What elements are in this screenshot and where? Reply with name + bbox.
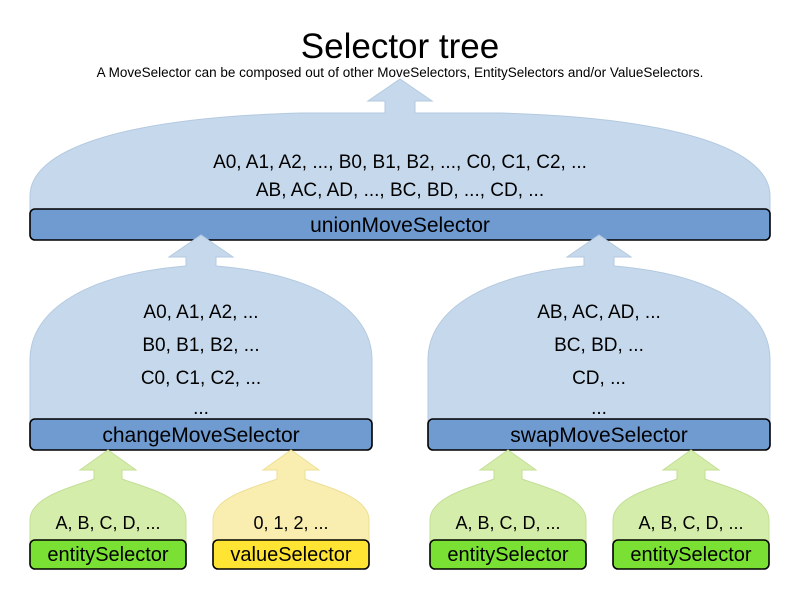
change-label-bar[interactable] xyxy=(29,418,373,451)
leaf-node-3[interactable] xyxy=(612,449,770,570)
swap-move-selector-label: swapMoveSelector xyxy=(510,424,688,447)
leaf-1-dome-shape xyxy=(212,449,370,567)
union-dome-shape xyxy=(29,78,771,229)
swap-label-bar[interactable] xyxy=(427,418,771,451)
change-move-selector-node[interactable] xyxy=(29,234,373,451)
leaf-node-1[interactable] xyxy=(212,449,370,570)
leaf-3-dome-shape xyxy=(612,449,770,567)
change-dome-shape xyxy=(29,234,373,439)
union-values-line-2: AB, AC, AD, ..., BC, BD, ..., CD, ... xyxy=(255,180,545,201)
change-values-line-3: C0, C1, C2, ... xyxy=(140,368,262,389)
leaf-node-0[interactable] xyxy=(29,449,187,570)
leaf-3-values: A, B, C, D, ... xyxy=(638,513,744,533)
change-values-line-2: B0, B1, B2, ... xyxy=(142,335,260,356)
union-move-selector-label: unionMoveSelector xyxy=(310,214,490,237)
swap-values-line-1: AB, AC, AD, ... xyxy=(537,302,661,323)
leaf-2-label-bar[interactable] xyxy=(429,539,587,570)
change-values-line-1: A0, A1, A2, ... xyxy=(143,302,259,323)
leaf-3-label: entitySelector xyxy=(630,544,752,566)
page-subtitle: A MoveSelector can be composed out of ot… xyxy=(96,65,704,80)
change-values-line-4: ... xyxy=(193,398,209,419)
union-values-line-1: A0, A1, A2, ..., B0, B1, B2, ..., C0, C1… xyxy=(213,152,587,173)
leaf-0-dome-shape xyxy=(29,449,187,567)
leaf-1-values: 0, 1, 2, ... xyxy=(253,513,329,533)
swap-values-line-4: ... xyxy=(591,398,607,419)
leaf-2-values: A, B, C, D, ... xyxy=(455,513,561,533)
swap-move-selector-node[interactable] xyxy=(427,234,771,451)
leaf-1-label: valueSelector xyxy=(230,544,352,566)
leaf-0-values: A, B, C, D, ... xyxy=(55,513,161,533)
change-move-selector-label: changeMoveSelector xyxy=(102,424,300,447)
swap-values-line-2: BC, BD, ... xyxy=(554,335,644,356)
leaf-2-dome-shape xyxy=(429,449,587,567)
leaf-0-label-bar[interactable] xyxy=(29,539,187,570)
leaf-1-label-bar[interactable] xyxy=(212,539,370,570)
swap-dome-shape xyxy=(427,234,771,439)
leaf-2-label: entitySelector xyxy=(447,544,569,566)
leaf-3-label-bar[interactable] xyxy=(612,539,770,570)
leaf-node-2[interactable] xyxy=(429,449,587,570)
union-label-bar[interactable] xyxy=(29,208,771,241)
page-title: Selector tree xyxy=(300,27,500,66)
leaf-0-label: entitySelector xyxy=(47,544,169,566)
swap-values-line-3: CD, ... xyxy=(572,368,626,389)
